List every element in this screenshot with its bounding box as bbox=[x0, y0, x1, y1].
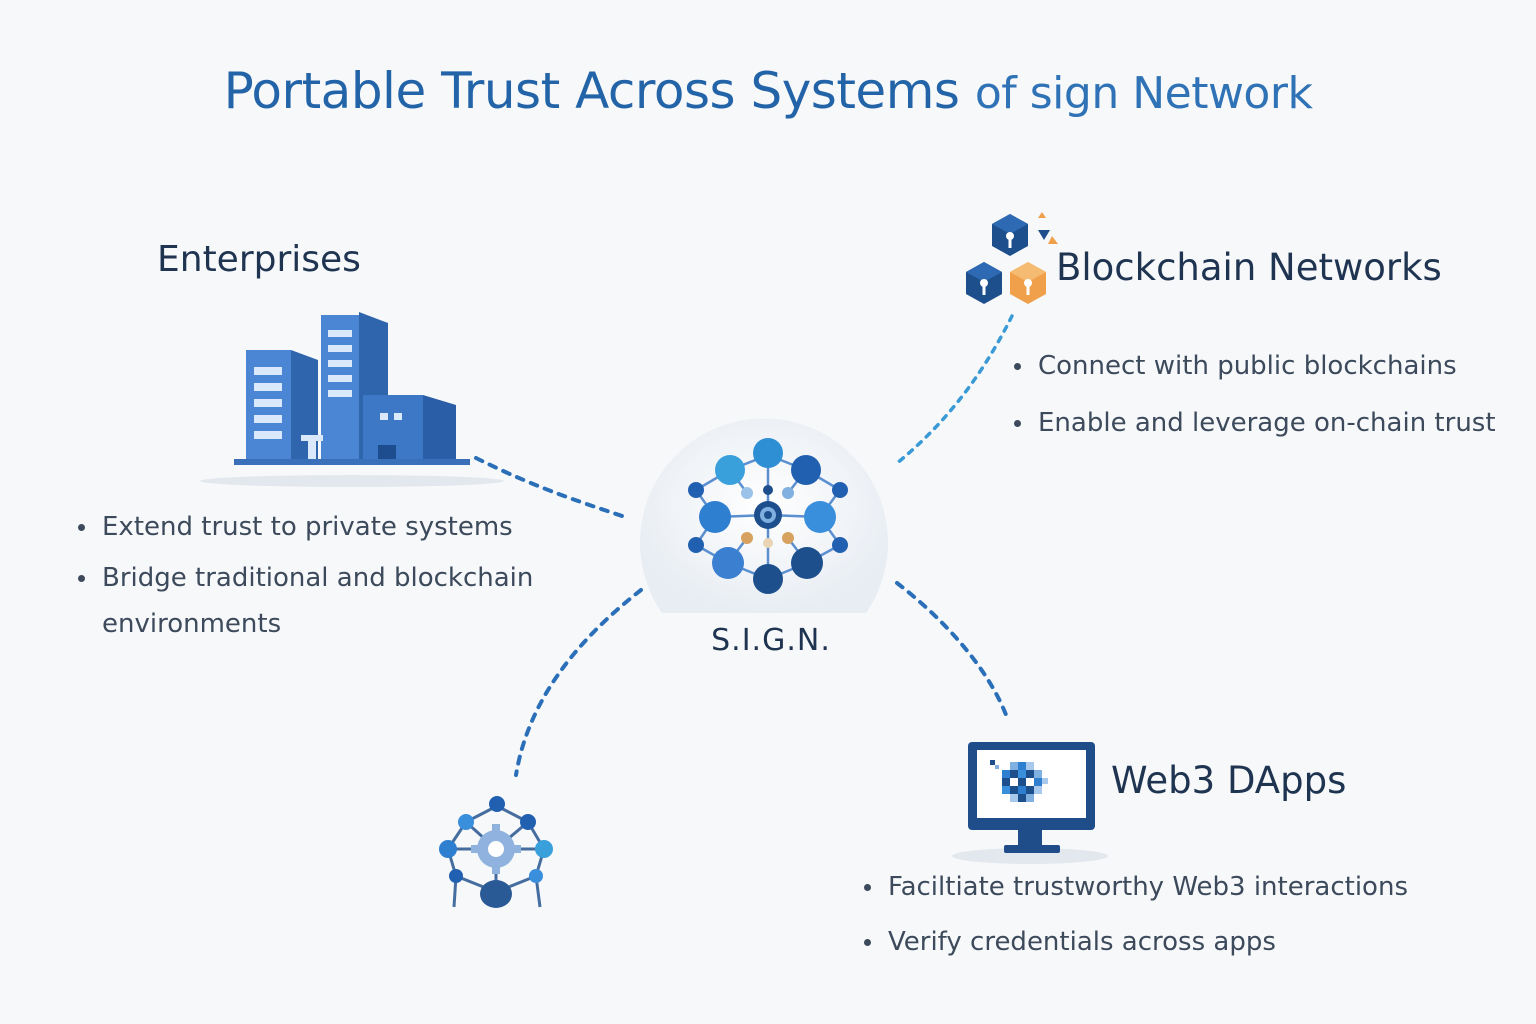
web3-bullet: Faciltiate trustworthy Web3 interactions bbox=[862, 866, 1502, 908]
blockchain-bullet: Connect with public blockchains bbox=[1012, 345, 1532, 387]
blockchain-bullet: Enable and leverage on-chain trust bbox=[1012, 402, 1532, 444]
enterprises-bullet: Extend trust to private systems bbox=[76, 504, 556, 550]
connector-node bbox=[514, 588, 643, 777]
blockchain-cubes-icon bbox=[966, 212, 1058, 304]
enterprises-bullets: Extend trust to private systems Bridge t… bbox=[76, 504, 556, 652]
enterprises-heading: Enterprises bbox=[157, 239, 361, 280]
web3-bullet: Verify credentials across apps bbox=[862, 921, 1502, 963]
web3-bullets: Faciltiate trustworthy Web3 interactions… bbox=[862, 866, 1502, 976]
network-node-icon bbox=[439, 796, 553, 908]
title-rest: of sign Network bbox=[974, 68, 1313, 119]
connector-enterprises bbox=[474, 456, 630, 520]
connector-web3 bbox=[895, 581, 1010, 722]
page-title: Portable Trust Across Systems of sign Ne… bbox=[0, 58, 1536, 127]
network-hub-icon bbox=[640, 418, 888, 613]
hub-label: S.I.G.N. bbox=[711, 623, 831, 658]
office-buildings-icon bbox=[200, 312, 504, 487]
connector-blockchain bbox=[894, 314, 1014, 466]
blockchain-heading: Blockchain Networks bbox=[1056, 246, 1442, 289]
enterprises-bullet: Bridge traditional and blockchain enviro… bbox=[76, 555, 556, 647]
title-main: Portable Trust Across Systems bbox=[223, 62, 960, 120]
blockchain-bullets: Connect with public blockchains Enable a… bbox=[1012, 345, 1532, 459]
web3-heading: Web3 DApps bbox=[1111, 759, 1347, 802]
monitor-icon bbox=[952, 742, 1108, 864]
